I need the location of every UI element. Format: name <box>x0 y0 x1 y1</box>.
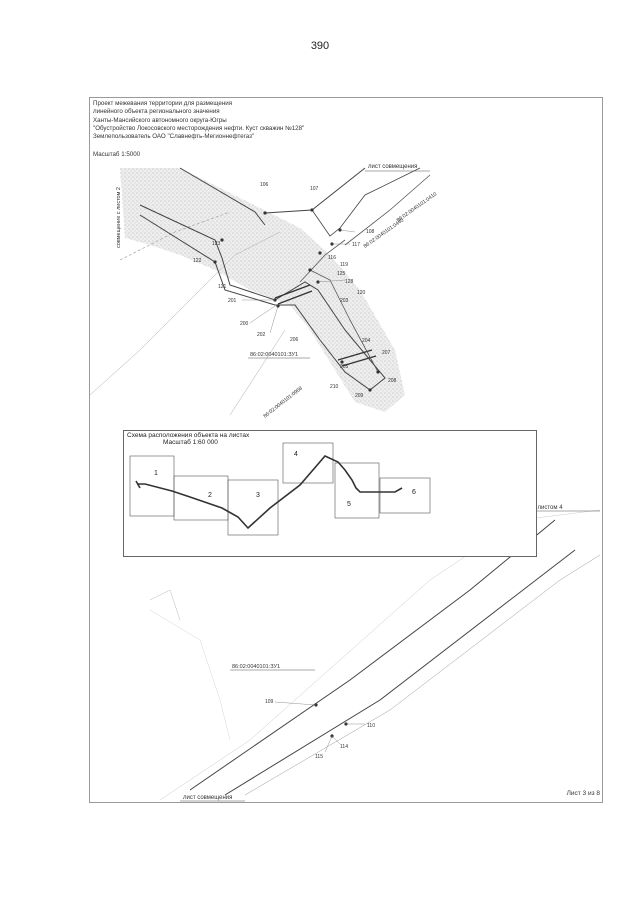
sheet-number: 1 <box>154 470 158 477</box>
point-label: 207 <box>382 350 391 356</box>
point-label: 106 <box>260 182 269 188</box>
point-label: 114 <box>340 744 348 750</box>
point-label: 108 <box>366 229 375 235</box>
point-labels-upper: 106 107 108 117 116 119 123 122 121 125 … <box>193 182 397 399</box>
point-label: 201 <box>228 298 237 304</box>
allotment-outline <box>139 204 386 391</box>
boundary-line <box>149 589 181 621</box>
label-leaders <box>274 701 365 753</box>
point-label: 203 <box>340 298 349 304</box>
road-line <box>179 167 266 226</box>
header-line: Ханты-Мансийского автономного округа-Югр… <box>93 116 227 124</box>
header-line: Землепользователь ОАО "Славнефть-Мегионн… <box>93 133 255 141</box>
point-label: 122 <box>193 258 202 264</box>
point-label: 208 <box>388 378 397 384</box>
boundary-line <box>119 211 231 261</box>
point-label: 116 <box>328 255 336 261</box>
point-label: 121 <box>218 284 227 290</box>
point-label: 125 <box>337 271 346 277</box>
point-label: 123 <box>212 241 221 247</box>
pipeline-line <box>299 239 346 283</box>
point-label: 117 <box>352 242 360 248</box>
sheet-number: 4 <box>294 451 298 458</box>
drawing-frame <box>89 97 603 803</box>
point-label: 110 <box>367 723 375 729</box>
point-label: 109 <box>265 699 274 705</box>
point-label: 202 <box>257 332 266 338</box>
point-label: 107 <box>310 186 319 192</box>
header-line: Проект межевания территории для размещен… <box>93 100 233 107</box>
match-label-left: совмещение с листом 2 <box>116 187 122 248</box>
allotment-band <box>274 284 313 305</box>
label-leaders <box>242 229 356 334</box>
page-number: 390 <box>310 40 330 52</box>
point-label: 200 <box>240 321 249 327</box>
inset-scheme <box>123 430 537 557</box>
road-line <box>344 174 431 246</box>
main-scale: Масштаб 1:5000 <box>93 151 141 158</box>
inset-scale: Масштаб 1:60 000 <box>163 439 218 446</box>
sheet-frames <box>129 442 431 536</box>
sheet-number: 5 <box>347 501 351 508</box>
point-label: 128 <box>345 279 354 285</box>
sheet-number: 2 <box>208 492 212 499</box>
road-line <box>311 167 421 237</box>
match-label-top: лист совмещения <box>368 164 417 170</box>
cadastral-label: 86:02:0040101:ЗУ1 <box>232 664 280 670</box>
sheet-index: Лист 3 из 8 <box>566 790 600 797</box>
cadastral-label: 86:02:0040101:ЗУ1 <box>250 352 298 358</box>
route-line <box>137 455 403 530</box>
point-label: 204 <box>362 338 371 344</box>
road-line <box>224 549 576 796</box>
point-label: 206 <box>290 337 299 343</box>
point-label: 119 <box>340 262 348 268</box>
boundary-line <box>149 609 231 741</box>
road-line <box>244 554 601 796</box>
drawing-header: Проект межевания территории для размещен… <box>93 100 304 141</box>
sheet-number: 3 <box>256 492 260 499</box>
header-line: "Обустройство Локосовского месторождения… <box>93 124 305 132</box>
route-line <box>135 480 141 489</box>
match-label-bottom: лист совмещения <box>183 795 232 801</box>
point-label: 210 <box>330 384 339 390</box>
point-label: 115 <box>315 754 323 760</box>
sheet-number: 6 <box>412 489 416 496</box>
point-label: 120 <box>357 290 366 296</box>
point-label: 209 <box>355 393 364 399</box>
boundary-line <box>229 329 286 416</box>
boundary-line <box>89 231 281 396</box>
inset-title: Схема расположения объекта на листах <box>127 432 250 439</box>
header-line: линейного объекта регионального значения <box>93 108 220 116</box>
pipeline-line <box>309 269 379 373</box>
point-label: 205 <box>340 364 349 370</box>
